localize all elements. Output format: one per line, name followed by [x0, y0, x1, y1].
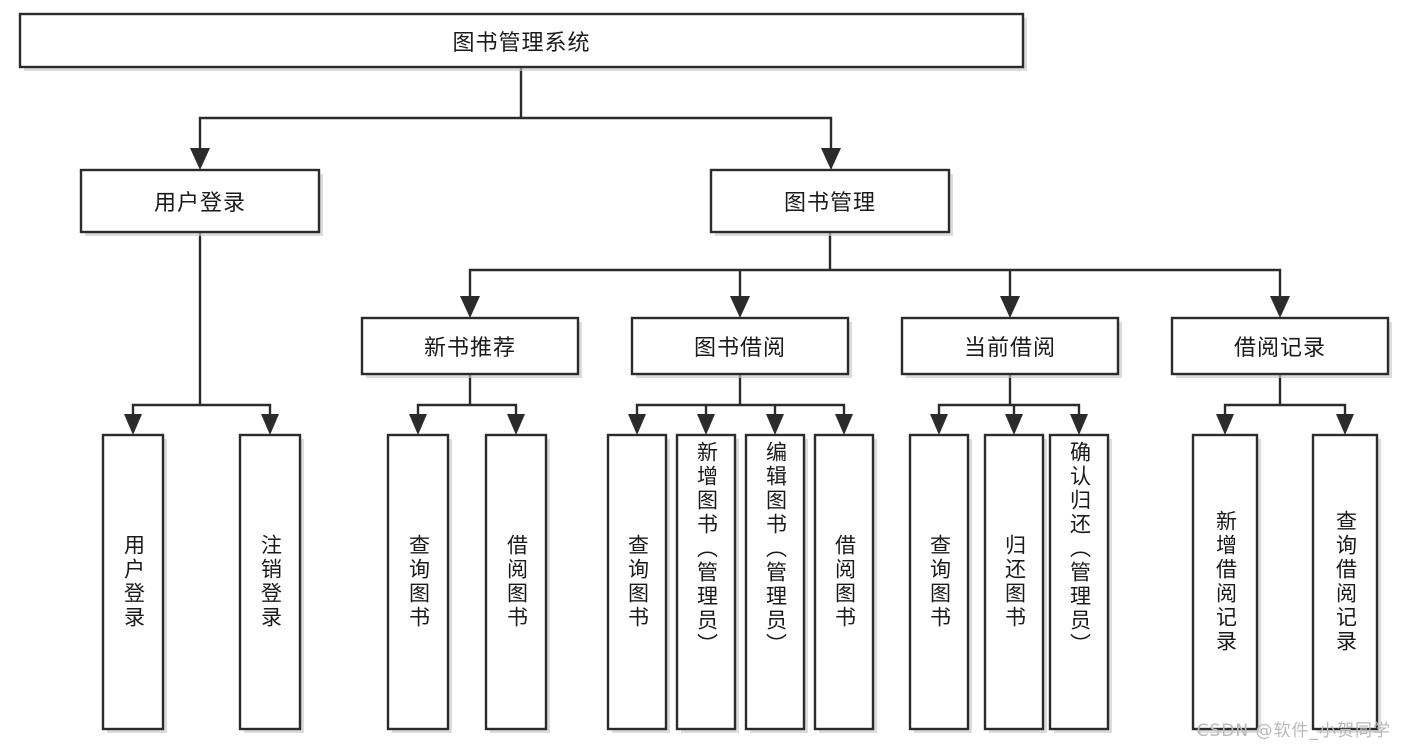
- leaf-rec-add-record-node-box[interactable]: [1191, 433, 1259, 731]
- arrow-to-leaf-rec-borrow-book: [507, 414, 525, 435]
- leaf-user-logout-node-box[interactable]: [238, 433, 302, 731]
- arrow-to-leaf-cur-return-book: [1005, 414, 1023, 435]
- connector-root-trunk: [198, 65, 833, 154]
- root-node-box[interactable]: [18, 12, 1025, 69]
- new-book-rec-node-box[interactable]: [360, 316, 580, 376]
- arrow-to-leaf-borrow-borrow-book: [835, 414, 853, 435]
- arrow-to-leaf-borrow-add-book: [697, 414, 715, 435]
- connector-layer: [124, 65, 1354, 435]
- csdn-watermark: CSDN @软件_小贺同学: [1196, 721, 1391, 741]
- leaf-borrow-borrow-book-node-box[interactable]: [813, 433, 875, 731]
- borrow-record-node-box[interactable]: [1170, 316, 1390, 376]
- arrow-to-new-book-rec: [460, 296, 480, 318]
- arrow-to-current-borrow: [1000, 296, 1020, 318]
- arrow-to-leaf-user-logout: [261, 414, 279, 435]
- leaf-borrow-edit-book-node-box[interactable]: [744, 433, 806, 731]
- arrow-to-leaf-rec-query-record: [1336, 414, 1354, 435]
- leaf-borrow-add-book-node-box[interactable]: [675, 433, 737, 731]
- user-login-node-box[interactable]: [79, 168, 321, 234]
- leaf-rec-query-record-node-box[interactable]: [1311, 433, 1379, 731]
- arrow-to-leaf-user-login: [124, 414, 142, 435]
- leaf-cur-query-book-node-box[interactable]: [908, 433, 970, 731]
- book-manage-node-box[interactable]: [709, 168, 951, 234]
- leaf-borrow-query-book-node-box[interactable]: [606, 433, 668, 731]
- connector-bookborrow-trunk: [635, 372, 846, 420]
- current-borrow-node-box[interactable]: [900, 316, 1120, 376]
- arrow-to-borrow-record: [1270, 296, 1290, 318]
- connector-currentborrow-trunk: [937, 372, 1081, 420]
- connector-bookmanage-trunk: [468, 230, 1282, 302]
- arrow-to-user-login: [190, 148, 210, 170]
- arrow-to-leaf-rec-query-book: [409, 414, 427, 435]
- leaf-rec-query-book-node-box[interactable]: [386, 433, 450, 731]
- node-layer: [18, 12, 1392, 733]
- arrow-to-leaf-cur-confirm-return: [1070, 414, 1088, 435]
- connector-borrowrecord-trunk: [1223, 372, 1347, 420]
- arrow-to-leaf-borrow-edit-book: [766, 414, 784, 435]
- arrow-to-leaf-rec-add-record: [1216, 414, 1234, 435]
- leaf-user-login-node-box[interactable]: [101, 433, 165, 731]
- connector-userlogin-trunk: [131, 230, 272, 420]
- book-borrow-node-box[interactable]: [630, 316, 850, 376]
- leaf-cur-return-book-node-box[interactable]: [983, 433, 1045, 731]
- connector-newbookrec-trunk: [416, 372, 518, 420]
- arrow-to-book-manage: [821, 148, 841, 170]
- arrow-to-leaf-borrow-query-book: [628, 414, 646, 435]
- arrow-to-book-borrow: [730, 296, 750, 318]
- leaf-cur-confirm-return-node-box[interactable]: [1048, 433, 1110, 731]
- leaf-rec-borrow-book-node-box[interactable]: [484, 433, 548, 731]
- arrow-to-leaf-cur-query-book: [930, 414, 948, 435]
